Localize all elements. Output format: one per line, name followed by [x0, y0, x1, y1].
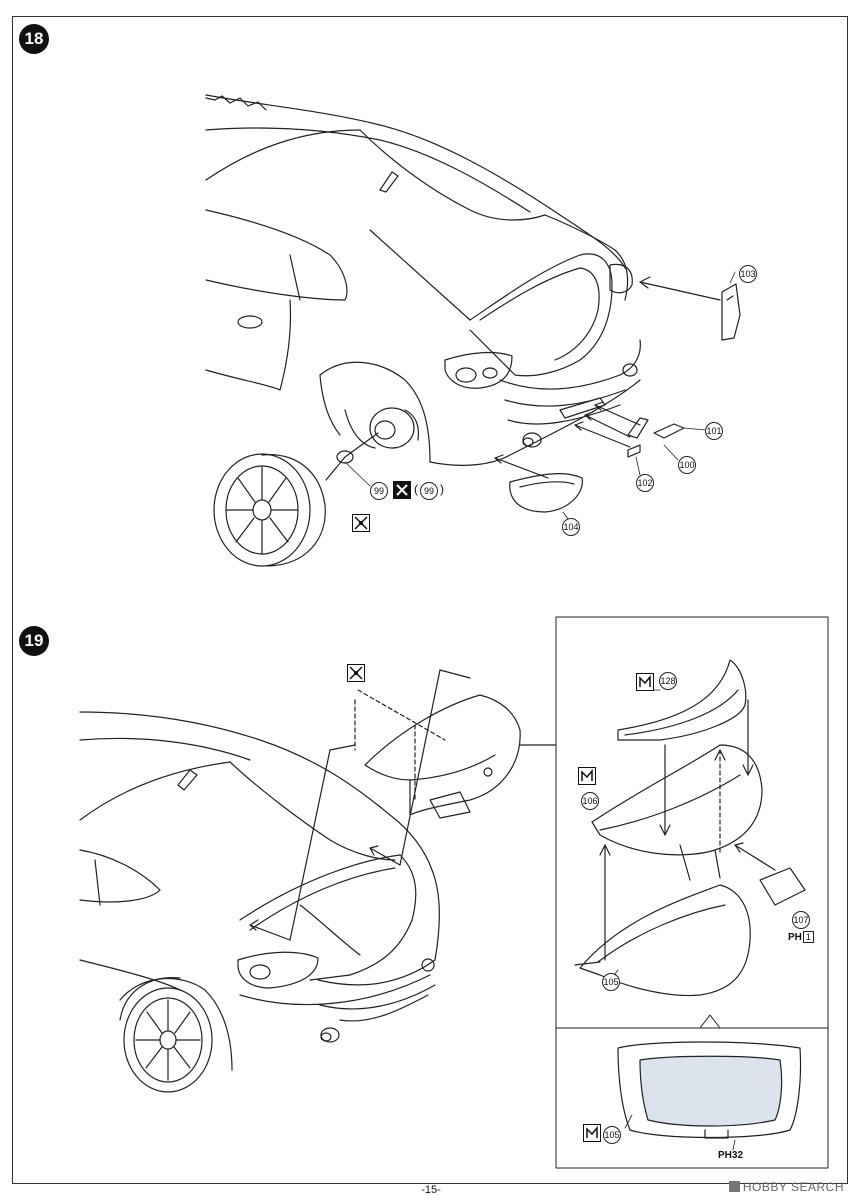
watermark: HOBBY SEARCH	[728, 1180, 844, 1194]
part-105-detail-number: 105	[604, 1130, 620, 1140]
part-105-label: 105	[602, 973, 620, 991]
part-99-spare-label: 99	[420, 482, 438, 500]
step-19-wheel	[119, 977, 213, 1093]
step-19-badge: 19	[19, 626, 49, 656]
paint-code-ph1-box: 1	[802, 931, 814, 943]
glue-icon-step19	[347, 664, 365, 682]
part-107-number: 107	[793, 915, 809, 925]
step-18-number: 18	[24, 29, 44, 48]
part-101-label: 101	[705, 422, 723, 440]
page-frame	[12, 16, 848, 1184]
step-18-car-body	[205, 94, 641, 466]
step-18-wheel	[213, 432, 379, 567]
step-19-trunk-lid	[289, 669, 521, 941]
part-101-number: 101	[706, 426, 722, 436]
watermark-logo-icon	[728, 1181, 740, 1192]
part-104-label: 104	[562, 518, 580, 536]
part-105-number: 105	[603, 977, 619, 987]
part-128-label: 128	[659, 672, 677, 690]
part-103-shape	[721, 283, 741, 341]
detail-box	[555, 616, 829, 1169]
part-105-detail-label: 105	[603, 1126, 621, 1144]
step-18-badge: 18	[19, 24, 49, 54]
part-103-number: 103	[740, 269, 756, 279]
decal-icon	[636, 673, 654, 691]
paint-code-ph32: PH32	[718, 1150, 744, 1161]
paint-code-ph1-prefix: PH	[788, 932, 802, 943]
page-number: -15-	[421, 1184, 441, 1196]
part-100-101-102-shapes	[627, 417, 685, 458]
step-19-arrows	[249, 744, 556, 941]
part-102-label: 102	[636, 474, 654, 492]
part-103-label: 103	[739, 265, 757, 283]
part-104-shape	[509, 473, 583, 513]
detail-parts	[574, 659, 806, 1151]
part-100-number: 100	[679, 460, 695, 470]
no-glue-icon	[393, 481, 411, 499]
part-107-label: 107	[792, 911, 810, 929]
step-19-car-body	[79, 711, 440, 1071]
part-106-label: 106	[581, 792, 599, 810]
part-99-spare-number: 99	[423, 486, 434, 496]
step-18-arrows	[494, 276, 721, 479]
glue-icon	[352, 514, 370, 532]
part-100-label: 100	[678, 456, 696, 474]
watermark-text: HOBBY SEARCH	[742, 1180, 844, 1194]
paren-close: )	[440, 482, 444, 496]
decal-icon-105	[583, 1124, 601, 1142]
part-99-number: 99	[373, 486, 384, 496]
part-99-label: 99	[370, 482, 388, 500]
part-102-number: 102	[637, 478, 653, 488]
decal-icon-106	[578, 767, 596, 785]
part-128-number: 128	[660, 676, 676, 686]
step-19-number: 19	[24, 631, 44, 650]
paren-open: (	[414, 482, 418, 496]
part-104-number: 104	[563, 522, 579, 532]
part-106-number: 106	[582, 796, 598, 806]
